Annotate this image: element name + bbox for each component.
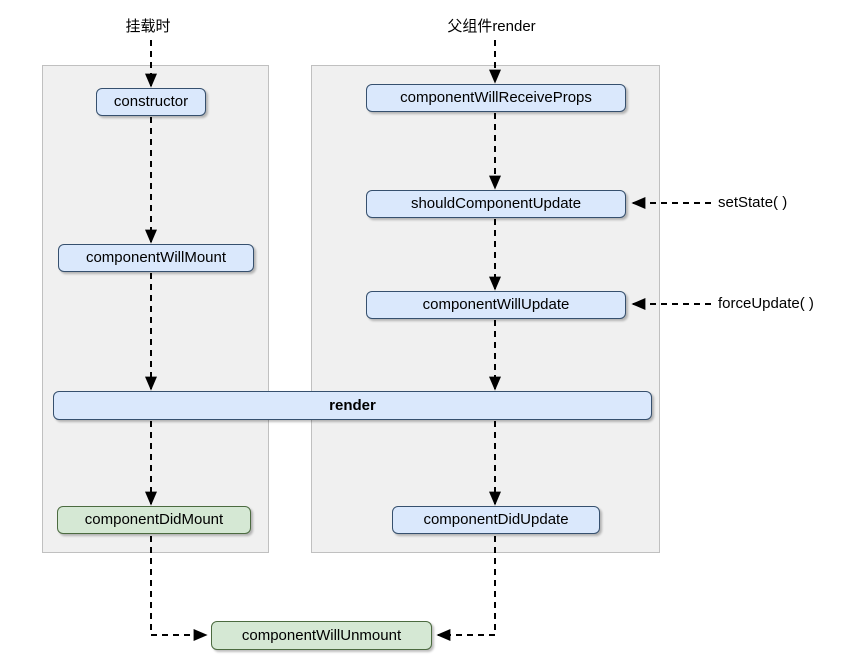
mount-phase-panel — [42, 65, 269, 553]
node-component-did-update[interactable]: componentDidUpdate — [392, 506, 600, 534]
node-render[interactable]: render — [53, 391, 652, 420]
node-constructor[interactable]: constructor — [96, 88, 206, 116]
trigger-set-state-label: setState( ) — [718, 194, 788, 211]
node-component-will-mount[interactable]: componentWillMount — [58, 244, 254, 272]
trigger-force-update-label: forceUpdate( ) — [718, 295, 814, 312]
update-phase-label: 父组件render — [447, 18, 536, 35]
node-component-did-mount[interactable]: componentDidMount — [57, 506, 251, 534]
node-should-component-update[interactable]: shouldComponentUpdate — [366, 190, 626, 218]
node-component-will-receive-props[interactable]: componentWillReceiveProps — [366, 84, 626, 112]
node-component-will-unmount[interactable]: componentWillUnmount — [211, 621, 432, 650]
mount-phase-label: 挂载时 — [125, 18, 171, 35]
node-component-will-update[interactable]: componentWillUpdate — [366, 291, 626, 319]
